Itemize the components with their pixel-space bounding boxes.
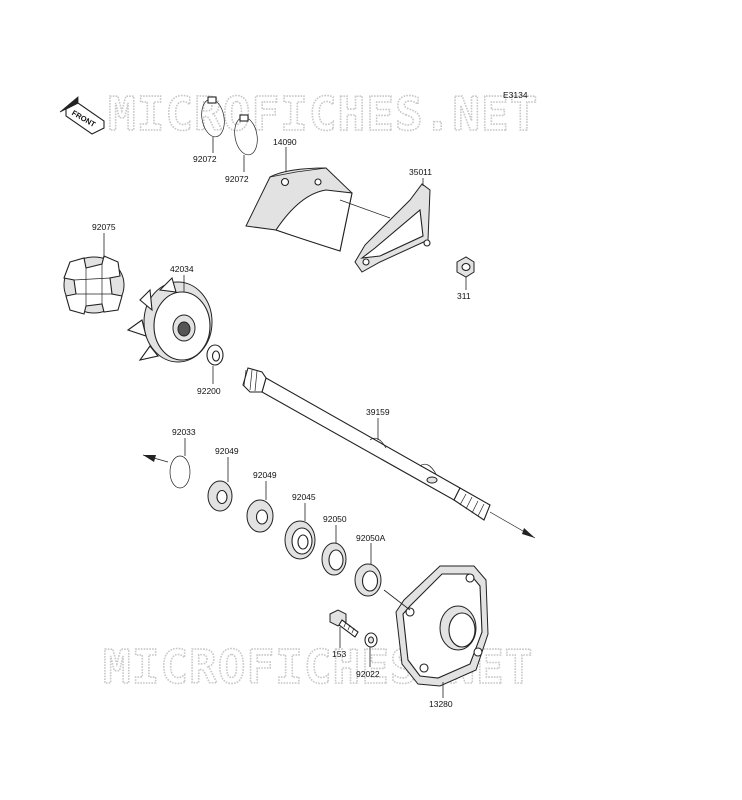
part-label[interactable]: 92075 [92,222,116,232]
seal-92050a [354,563,382,597]
part-label[interactable]: 92045 [292,492,316,502]
impeller-42034 [126,276,213,363]
washer-92049-a [207,480,233,512]
part-label[interactable]: 35011 [409,167,432,177]
bolt-153 [329,609,359,638]
part-label[interactable]: 14090 [273,137,297,147]
front-arrow-icon: FRONT [59,96,105,135]
part-label[interactable]: 92050A [356,533,386,543]
circlip-92033 [169,455,191,489]
washer-92200 [206,344,224,366]
part-label[interactable]: 39159 [366,407,390,417]
part-label[interactable]: 92200 [197,386,221,396]
part-label[interactable]: 92072 [193,154,217,164]
part-label[interactable]: 92050 [323,514,347,524]
bracket-35011 [354,183,431,273]
part-label[interactable]: 92022 [356,669,380,679]
washer-92022 [364,632,378,648]
part-label[interactable]: 92033 [172,427,196,437]
seal-92050 [321,542,347,576]
part-label[interactable]: 153 [332,649,346,659]
part-label[interactable]: 92049 [253,470,277,480]
bearing-92045 [284,520,316,560]
part-label[interactable]: 92072 [225,174,249,184]
watermark-top: MICROFICHES.NET [108,87,538,141]
housing-13280 [395,565,489,687]
nut-311 [456,256,475,278]
part-label[interactable]: 13280 [429,699,453,709]
part-label[interactable]: 92049 [215,446,239,456]
part-label[interactable]: 311 [457,291,471,301]
coupling-92075 [63,255,125,315]
washer-92049-b [246,499,274,533]
part-label[interactable]: 42034 [170,264,194,274]
circlip-92072-a [201,96,225,138]
drive-shaft-39159 [242,367,491,521]
cover-14090 [245,167,353,252]
circlip-92072-b [234,114,258,156]
diagram-code: E3134 [503,90,528,100]
